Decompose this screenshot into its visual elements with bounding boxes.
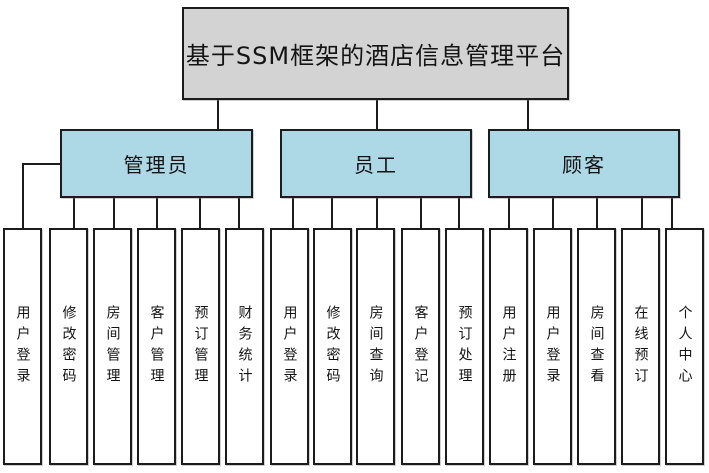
- leaf-label: 个人中心: [676, 304, 693, 389]
- leaf-staff-change-password: 修改密码: [313, 228, 352, 465]
- leaf-label: 预订处理: [456, 304, 473, 389]
- leaf-customer-user-login: 用户登录: [533, 228, 572, 465]
- leaf-staff-room-query: 房间查询: [356, 228, 395, 465]
- leaf-admin-finance-statistics: 财务统计: [225, 228, 264, 465]
- group-admin: 管理员: [60, 129, 253, 198]
- leaf-customer-personal-center: 个人中心: [665, 228, 704, 465]
- leaf-staff-customer-checkin: 客户登记: [401, 228, 440, 465]
- leaf-staff-reservation-processing: 预订处理: [445, 228, 484, 465]
- leaf-staff-user-login: 用户登录: [270, 228, 309, 465]
- root-title: 基于SSM框架的酒店信息管理平台: [182, 7, 569, 100]
- leaf-label: 用户登录: [544, 304, 561, 389]
- leaf-label: 房间查看: [588, 304, 605, 389]
- group-staff: 员工: [280, 129, 472, 198]
- leaf-label: 房间管理: [104, 304, 121, 389]
- leaf-label: 在线预订: [632, 304, 649, 389]
- leaf-admin-customer-management: 客户管理: [137, 228, 176, 465]
- leaf-label: 房间查询: [367, 304, 384, 389]
- leaf-label: 客户登记: [412, 304, 429, 389]
- leaf-customer-online-booking: 在线预订: [621, 228, 660, 465]
- leaf-label: 预订管理: [192, 304, 209, 389]
- leaf-customer-room-view: 房间查看: [577, 228, 616, 465]
- leaf-admin-change-password: 修改密码: [49, 228, 88, 465]
- leaf-label: 用户登录: [281, 304, 298, 389]
- leaf-label: 用户注册: [500, 304, 517, 389]
- leaf-admin-reservation-management: 预订管理: [181, 228, 220, 465]
- leaf-label: 修改密码: [324, 304, 341, 389]
- leaf-customer-user-register: 用户注册: [489, 228, 528, 465]
- leaf-label: 客户管理: [148, 304, 165, 389]
- leaf-admin-room-management: 房间管理: [93, 228, 132, 465]
- leaf-label: 修改密码: [60, 304, 77, 389]
- leaf-label: 用户登录: [14, 304, 31, 389]
- leaf-label: 财务统计: [236, 304, 253, 389]
- leaf-admin-user-login: 用户登录: [3, 228, 42, 465]
- group-customer: 顾客: [488, 129, 680, 198]
